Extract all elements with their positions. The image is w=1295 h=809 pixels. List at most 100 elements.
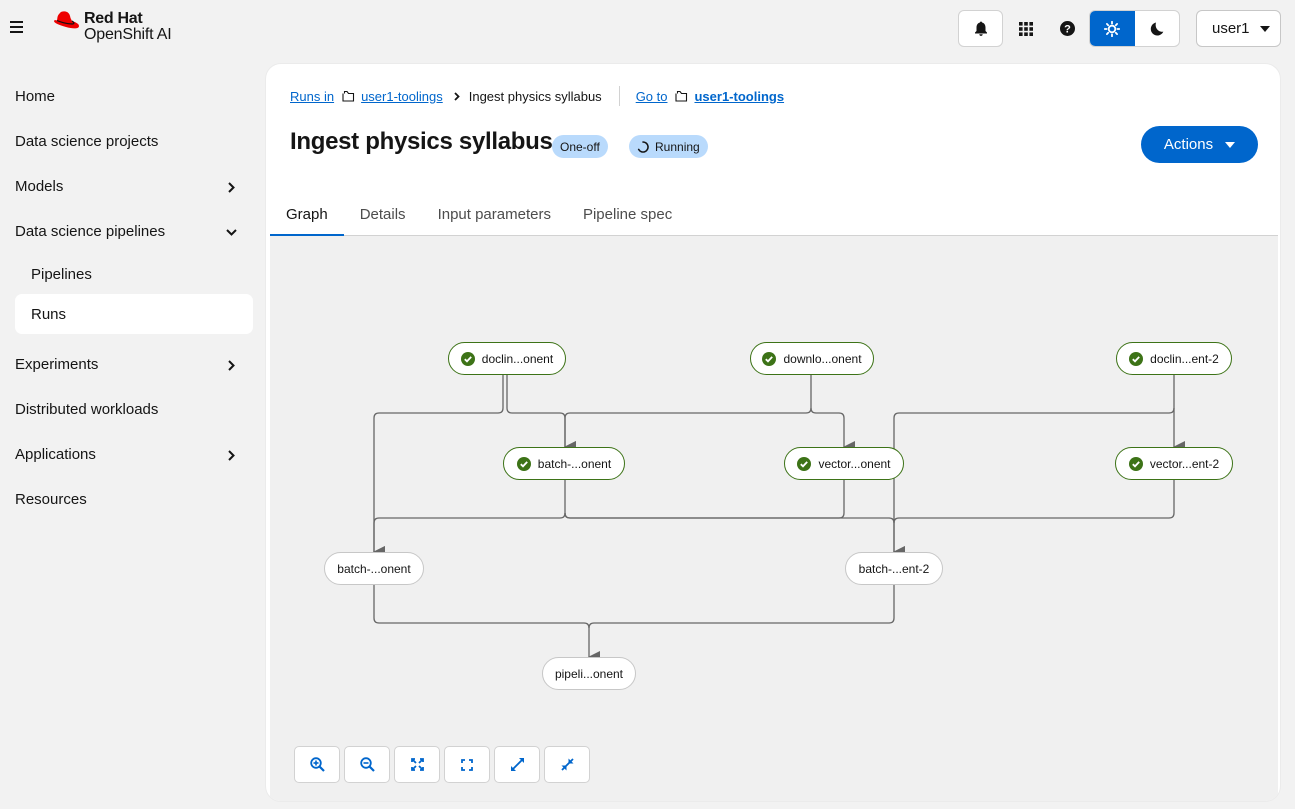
graph-node-label: batch-...ent-2: [858, 561, 930, 576]
status-label: Running: [655, 139, 700, 154]
tab-label: Details: [359, 205, 406, 223]
masthead: Red Hat OpenShift AI ?: [0, 0, 1295, 58]
reset-view-button[interactable]: [444, 746, 490, 783]
check-circle-icon: [1128, 456, 1143, 471]
graph-node-label: doclin...ent-2: [1150, 351, 1219, 366]
breadcrumb-divider: [618, 86, 620, 106]
status-badge: Running: [629, 135, 708, 158]
sidebar-item-data-science-projects[interactable]: Data science projects: [0, 119, 265, 164]
notifications-button[interactable]: [958, 10, 1003, 47]
graph-node[interactable]: batch-...onent: [324, 552, 424, 585]
graph-node-label: batch-...onent: [337, 561, 411, 576]
help-icon: ?: [1060, 21, 1075, 36]
edge: [564, 480, 845, 519]
help-button[interactable]: ?: [1045, 10, 1090, 47]
breadcrumb-separator-icon: [454, 91, 460, 101]
graph-node-label: downlo...onent: [783, 351, 862, 366]
tab-pipeline-spec[interactable]: Pipeline spec: [567, 192, 688, 236]
sidebar-item-label: Pipelines: [31, 265, 92, 283]
tab-label: Input parameters: [437, 205, 551, 223]
sidebar-item-experiments[interactable]: Experiments: [0, 342, 265, 387]
sidebar-item-pipelines[interactable]: Pipelines: [0, 254, 265, 294]
tab-label: Pipeline spec: [582, 205, 673, 223]
tab-details[interactable]: Details: [344, 192, 422, 236]
zoom-in-icon: [309, 757, 325, 772]
brand-name: Red Hat: [84, 10, 143, 27]
sidebar-item-models[interactable]: Models: [0, 164, 265, 209]
red-hat-logo-icon: [54, 11, 79, 29]
user-menu-toggle[interactable]: user1: [1196, 10, 1281, 47]
grid-icon: [1018, 21, 1033, 36]
sidebar-nav: Home Data science projects Models Data s…: [0, 74, 265, 522]
actions-button[interactable]: Actions: [1141, 126, 1258, 163]
sidebar-item-applications[interactable]: Applications: [0, 432, 265, 477]
caret-down-icon: [1259, 25, 1270, 32]
project-icon: [342, 90, 355, 102]
check-circle-icon: [797, 456, 812, 471]
tab-input-parameters[interactable]: Input parameters: [422, 192, 567, 236]
sidebar-item-data-science-pipelines[interactable]: Data science pipelines: [0, 209, 265, 254]
sidebar-item-label: Resources: [15, 491, 87, 508]
breadcrumb-runs-link[interactable]: Runs in user1-toolings: [290, 89, 443, 104]
edge: [893, 407, 1175, 558]
sidebar-item-label: Distributed workloads: [15, 401, 159, 418]
zoom-in-button[interactable]: [294, 746, 340, 783]
logo[interactable]: Red Hat OpenShift AI: [52, 10, 172, 43]
tab-graph[interactable]: Graph: [270, 192, 344, 237]
product-name: OpenShift AI: [84, 26, 172, 43]
pipeline-graph[interactable]: doclin...onent downlo...onent doclin...e…: [270, 236, 1278, 801]
caret-down-icon: [1225, 141, 1236, 148]
check-circle-icon: [516, 456, 531, 471]
check-circle-icon: [1129, 351, 1144, 366]
edge: [564, 375, 812, 453]
hamburger-menu-icon[interactable]: [10, 18, 26, 40]
graph-node[interactable]: doclin...onent: [448, 342, 566, 375]
go-to-project-name: user1-toolings: [694, 88, 785, 104]
chevron-right-icon: [228, 449, 235, 461]
graph-node[interactable]: doclin...ent-2: [1116, 342, 1232, 375]
edge: [810, 407, 855, 453]
sidebar-item-runs[interactable]: Runs: [15, 294, 253, 334]
fit-to-screen-button[interactable]: [394, 746, 440, 783]
check-circle-icon: [762, 351, 777, 366]
expand-icon: [510, 758, 524, 771]
collapse-button[interactable]: [544, 746, 590, 783]
page-title: Ingest physics syllabus: [290, 128, 553, 155]
graph-node[interactable]: vector...ent-2: [1115, 447, 1233, 480]
sidebar-item-label: Experiments: [15, 356, 99, 373]
go-to-label: Go to: [635, 88, 668, 104]
app-launcher-button[interactable]: [1003, 10, 1048, 47]
chevron-down-icon: [226, 228, 237, 236]
sidebar-item-home[interactable]: Home: [0, 74, 265, 119]
graph-node[interactable]: vector...onent: [784, 447, 904, 480]
breadcrumb: Runs in user1-toolings Ingest physics sy…: [290, 86, 784, 106]
run-type-label: One-off: [560, 139, 600, 154]
breadcrumb-runs-label: Runs in: [290, 88, 335, 104]
spinner-icon: [637, 140, 649, 153]
graph-node[interactable]: downlo...onent: [750, 342, 874, 375]
zoom-out-icon: [359, 757, 375, 772]
sidebar-item-resources[interactable]: Resources: [0, 477, 265, 522]
run-type-badge: One-off: [552, 135, 608, 158]
graph-node[interactable]: batch-...ent-2: [845, 552, 943, 585]
sidebar-item-label: Models: [15, 178, 64, 195]
dark-theme-button[interactable]: [1135, 11, 1180, 46]
expand-button[interactable]: [494, 746, 540, 783]
graph-node-label: vector...onent: [818, 456, 891, 471]
graph-node-label: doclin...onent: [481, 351, 554, 366]
go-to-project-link[interactable]: Go to user1-toolings: [636, 89, 784, 104]
graph-node[interactable]: batch-...onent: [503, 447, 625, 480]
edge: [506, 375, 576, 453]
sidebar-item-distributed-workloads[interactable]: Distributed workloads: [0, 387, 265, 432]
actions-label: Actions: [1163, 136, 1214, 153]
graph-edges: [373, 375, 1185, 663]
tab-label: Graph: [286, 205, 328, 223]
sidebar-item-label: Data science pipelines: [15, 223, 166, 240]
light-theme-button[interactable]: [1090, 11, 1135, 46]
zoom-out-button[interactable]: [344, 746, 390, 783]
sidebar-item-label: Home: [15, 88, 56, 105]
theme-toggle[interactable]: [1089, 10, 1180, 47]
graph-node[interactable]: pipeli...onent: [542, 657, 636, 690]
svg-text:?: ?: [1064, 23, 1071, 35]
moon-icon: [1150, 22, 1164, 35]
